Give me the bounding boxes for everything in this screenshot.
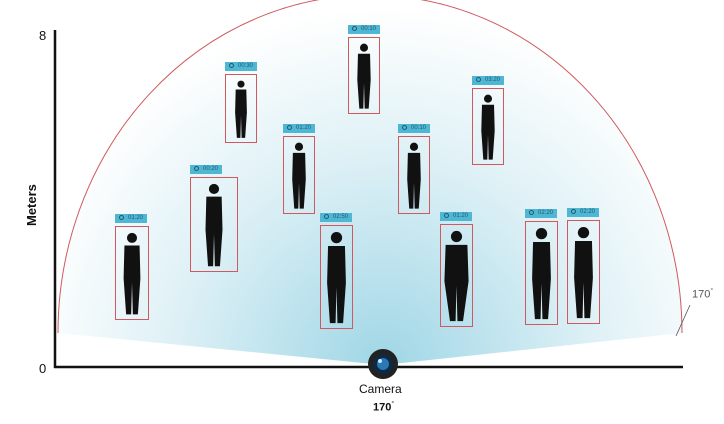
camera-fov-value: 170 <box>373 401 392 414</box>
bounding-box[interactable] <box>440 224 473 327</box>
bounding-box[interactable] <box>567 220 600 324</box>
clock-icon <box>352 26 357 31</box>
person-silhouette <box>292 142 306 209</box>
clock-icon <box>476 77 481 82</box>
dwell-time: 00:10 <box>361 26 377 32</box>
person-silhouette <box>532 227 551 320</box>
clock-icon <box>444 213 449 218</box>
dwell-time: 02:20 <box>580 209 596 215</box>
person-silhouette <box>407 142 421 209</box>
dwell-time: 00:10 <box>411 125 427 131</box>
dwell-time: 01:20 <box>128 215 144 221</box>
dwell-time-tag: 01:20 <box>283 124 316 133</box>
person-silhouette <box>123 232 141 315</box>
dwell-time-tag: 01:20 <box>115 214 148 223</box>
bounding-box[interactable] <box>348 37 380 114</box>
degree-symbol: ° <box>391 401 395 408</box>
dwell-time-tag: 00:30 <box>225 62 258 71</box>
y-tick-max: 8 <box>39 28 47 43</box>
dwell-time-tag: 02:20 <box>567 208 600 217</box>
dwell-time-tag: 02:20 <box>525 209 558 218</box>
camera-icon <box>368 349 398 379</box>
camera-label: Camera <box>359 382 402 396</box>
clock-icon <box>402 125 407 130</box>
dwell-time-tag: 01:20 <box>440 212 473 221</box>
dwell-time: 02:20 <box>538 210 554 216</box>
person-silhouette <box>235 80 247 138</box>
clock-icon <box>287 125 292 130</box>
bounding-box[interactable] <box>283 136 315 214</box>
dwell-time: 00:30 <box>238 63 254 69</box>
range-arc <box>57 0 683 334</box>
person-silhouette <box>357 43 371 109</box>
clock-icon <box>229 63 234 68</box>
dwell-time-tag: 00:10 <box>348 25 381 34</box>
dwell-time: 01:20 <box>296 125 312 131</box>
degree-symbol: ° <box>710 288 714 295</box>
dwell-time: 02:50 <box>333 214 349 220</box>
person-silhouette <box>574 226 593 319</box>
dwell-time-tag: 00:20 <box>190 165 223 174</box>
bounding-box[interactable] <box>472 88 504 165</box>
clock-icon <box>324 214 329 219</box>
y-axis-label: Meters <box>24 184 39 226</box>
clock-icon <box>529 210 534 215</box>
bounding-box[interactable] <box>190 177 238 272</box>
bounding-box[interactable] <box>320 225 353 329</box>
clock-icon <box>119 215 124 220</box>
dwell-time: 01:20 <box>453 213 469 219</box>
fov-angle-value: 170 <box>692 288 711 301</box>
person-silhouette <box>205 183 223 267</box>
dwell-time-tag: 00:10 <box>398 124 431 133</box>
camera-fov: 170° <box>373 401 394 414</box>
dwell-time: 03:20 <box>485 77 501 83</box>
bounding-box[interactable] <box>115 226 149 320</box>
y-tick-min: 0 <box>39 361 47 376</box>
fov-ray-right <box>675 304 691 337</box>
person-silhouette <box>444 230 469 322</box>
coverage-area <box>58 0 682 365</box>
bounding-box[interactable] <box>525 221 558 325</box>
bounding-box[interactable] <box>398 136 430 214</box>
person-silhouette <box>327 231 346 324</box>
clock-icon <box>194 166 199 171</box>
dwell-time-tag: 03:20 <box>472 76 505 85</box>
dwell-time-tag: 02:50 <box>320 213 353 222</box>
dwell-time: 00:20 <box>203 166 219 172</box>
clock-icon <box>571 209 576 214</box>
bounding-box[interactable] <box>225 74 257 143</box>
person-silhouette <box>481 94 495 160</box>
fov-angle-label: 170° <box>692 288 713 301</box>
